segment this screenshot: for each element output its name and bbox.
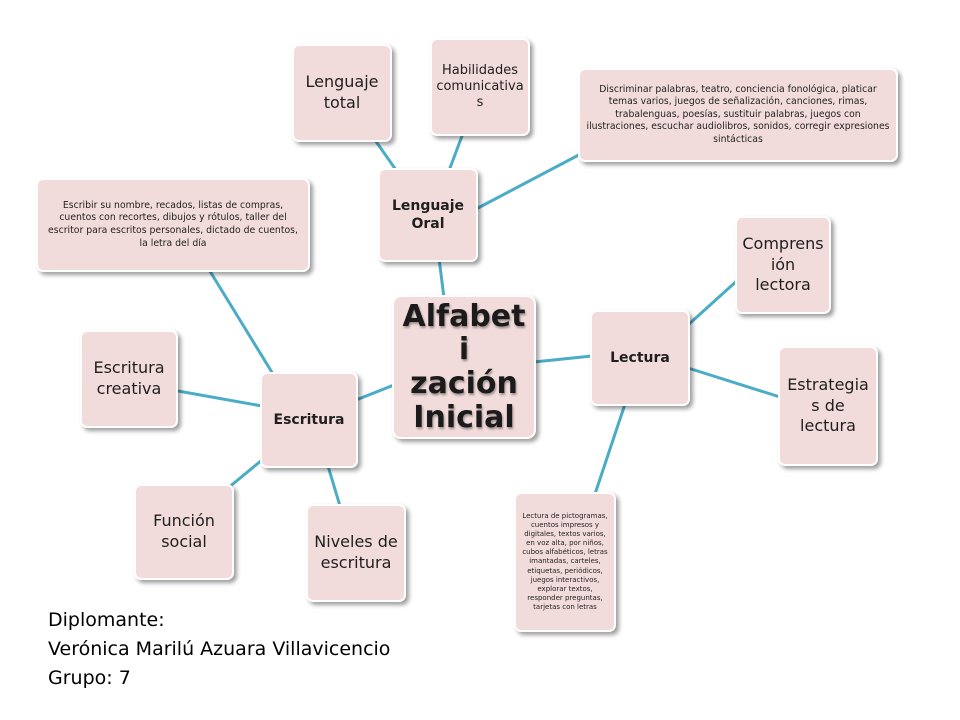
link-central-lenguaje-oral — [437, 256, 446, 300]
node-lectura-actividades: Lectura de pictogramas, cuentos impresos… — [514, 492, 616, 632]
node-lenguaje-total: Lenguaje total — [292, 44, 392, 142]
hub-lectura: Lectura — [590, 310, 690, 406]
node-funcion-social-label: Función social — [153, 511, 215, 551]
node-habilidades-label: Habilidades comunicativas — [436, 62, 524, 111]
node-comprension-label: Comprensión lectora — [742, 233, 824, 295]
link-lectura-actividades — [593, 402, 627, 496]
footer-label-diplomante: Diplomante: — [48, 609, 165, 631]
node-niveles-label: Niveles de escritura — [314, 532, 398, 572]
node-comprension-lectora: Comprensión lectora — [735, 216, 831, 314]
node-escritura-creativa-label: Escritura creativa — [93, 358, 165, 398]
node-escritura-actividades-text: Escribir su nombre, recados, listas de c… — [48, 199, 298, 249]
node-escritura-creativa: Escritura creativa — [80, 330, 178, 428]
link-oral-total — [373, 138, 398, 172]
central-node-alfabetizacion-inicial: Alfabeti zación Inicial — [392, 295, 536, 439]
node-habilidades-comunicativas: Habilidades comunicativas — [430, 38, 530, 136]
node-oral-actividades-text: Discriminar palabras, teatro, conciencia… — [586, 83, 890, 145]
node-oral-actividades: Discriminar palabras, teatro, conciencia… — [578, 68, 898, 162]
hub-lectura-label: Lectura — [610, 349, 670, 366]
node-lectura-actividades-text: Lectura de pictogramas, cuentos impresos… — [522, 511, 608, 611]
hub-escritura-label: Escritura — [273, 411, 345, 428]
link-central-lectura — [532, 354, 594, 364]
footer-author-name: Verónica Marilú Azuara Villavicencio — [48, 638, 391, 660]
link-escritura-niveles — [326, 464, 342, 508]
node-escritura-actividades: Escribir su nombre, recados, listas de c… — [36, 178, 310, 272]
central-line-3: Inicial — [413, 399, 515, 435]
central-line-1: Alfabeti — [402, 298, 526, 368]
link-oral-actividades — [476, 146, 594, 210]
node-niveles-escritura: Niveles de escritura — [306, 504, 406, 602]
hub-lenguaje-oral-label: Lenguaje Oral — [391, 197, 465, 232]
link-escritura-actividades — [206, 266, 275, 376]
central-node-text: Alfabeti zación Inicial — [398, 300, 530, 434]
hub-escritura: Escritura — [260, 372, 358, 468]
link-escritura-creativa — [176, 389, 264, 408]
node-estrategias-lectura: Estrategias de lectura — [778, 346, 878, 466]
link-central-escritura — [354, 383, 396, 402]
link-escritura-funcion — [226, 458, 264, 490]
central-line-2: zación — [410, 366, 518, 401]
hub-lenguaje-oral: Lenguaje Oral — [378, 168, 478, 262]
node-estrategias-label: Estrategias de lectura — [787, 374, 869, 436]
link-lectura-estrategias — [686, 366, 782, 399]
node-lenguaje-total-label: Lenguaje total — [305, 72, 379, 112]
link-oral-habilidades — [448, 134, 464, 170]
author-footer: Diplomante: Verónica Marilú Azuara Villa… — [48, 606, 390, 693]
node-funcion-social: Función social — [134, 484, 234, 580]
footer-group: Grupo: 7 — [48, 667, 131, 689]
link-lectura-comprension — [686, 276, 742, 327]
